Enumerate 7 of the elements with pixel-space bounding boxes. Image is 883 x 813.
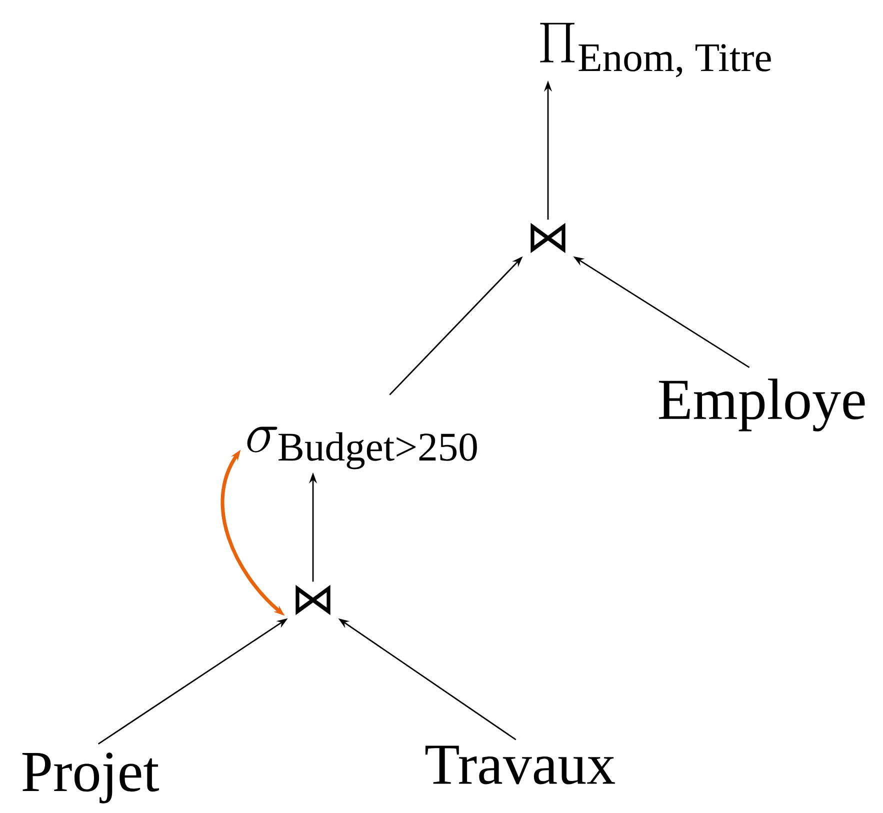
relation-name: Projet [22,752,159,804]
selection-operator: $\sigma_{\text{Budget>250}}$ [247,426,477,470]
projection-operator: $\Pi_{\text{Enom, Titre}}$ [540,22,771,78]
join-symbol: ⋈ [530,222,566,254]
relation-name: Employe [658,378,865,432]
join-symbol: ⋈ [296,584,330,616]
relation-name: Travaux [425,746,615,784]
